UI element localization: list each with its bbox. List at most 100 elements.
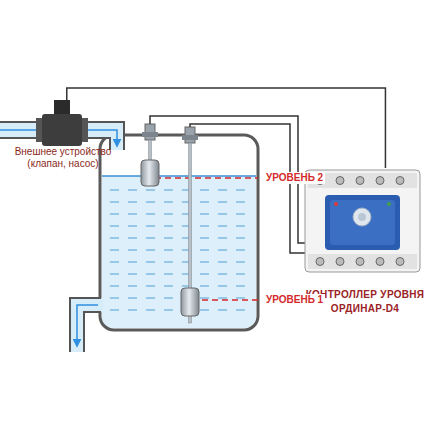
ripple (200, 285, 209, 286)
ripple (128, 273, 137, 274)
ripple (128, 285, 137, 286)
ripple (164, 285, 173, 286)
ripple (218, 297, 227, 298)
ripple (200, 261, 209, 262)
ripple (110, 249, 119, 250)
ripple (128, 237, 137, 238)
outlet-pipe-wall (70, 298, 101, 352)
led (387, 202, 391, 206)
water-ripples (110, 190, 245, 310)
controller-body (305, 170, 420, 272)
ripple (236, 261, 245, 262)
ripple (218, 225, 227, 226)
sensor-float (181, 288, 199, 316)
ripple (200, 189, 209, 190)
ripple (236, 213, 245, 214)
ripple (110, 201, 119, 202)
tank (100, 135, 258, 330)
ripple (128, 201, 137, 202)
ripple (128, 225, 137, 226)
ripple (164, 249, 173, 250)
ripple (236, 249, 245, 250)
ripple (110, 273, 119, 274)
sensor-nut (182, 135, 198, 140)
ripple (200, 237, 209, 238)
ripple (164, 297, 173, 298)
ripple (128, 309, 137, 310)
ripple (236, 285, 245, 286)
ripple (236, 225, 245, 226)
ripple (236, 189, 245, 190)
flow-arrow (77, 305, 98, 346)
ripple (164, 213, 173, 214)
ripple (164, 225, 173, 226)
ripple (236, 297, 245, 298)
ripple (110, 213, 119, 214)
ripple (146, 189, 155, 190)
ripple (236, 309, 245, 310)
ripple (110, 285, 119, 286)
ripple (218, 201, 227, 202)
ripple (146, 213, 155, 214)
ripple (128, 213, 137, 214)
ripple (110, 261, 119, 262)
ripple (164, 237, 173, 238)
ripple (146, 237, 155, 238)
ripple (218, 285, 227, 286)
terminal-strip (308, 254, 417, 269)
ripple (110, 309, 119, 310)
ripple (200, 297, 209, 298)
water-surface (102, 175, 256, 177)
ripple (164, 261, 173, 262)
ripple (128, 249, 137, 250)
ripple (146, 273, 155, 274)
ripple (200, 309, 209, 310)
ripple (146, 249, 155, 250)
level-label: УРОВЕНЬ 2 (264, 172, 325, 184)
valve-body (42, 114, 82, 146)
valve-actuator (54, 100, 70, 114)
knob (353, 208, 371, 226)
level-label: УРОВЕНЬ 1 (264, 294, 325, 306)
ripple (218, 237, 227, 238)
valve-flange (82, 118, 88, 142)
knob-center (358, 213, 366, 221)
ripple (218, 261, 227, 262)
ripple (110, 189, 119, 190)
sensor-wire (190, 124, 305, 253)
ripple (200, 213, 209, 214)
ripple (128, 189, 137, 190)
outlet-pipe (70, 298, 103, 352)
ripple (110, 297, 119, 298)
ripple (146, 261, 155, 262)
ripple (110, 225, 119, 226)
level-line (145, 177, 258, 179)
ripple (146, 285, 155, 286)
ripple (164, 189, 173, 190)
ripple (236, 237, 245, 238)
ripple (164, 273, 173, 274)
ripple (218, 249, 227, 250)
ripple (146, 201, 155, 202)
ripple (128, 297, 137, 298)
sensor-nut (142, 132, 158, 137)
front-panel (325, 195, 400, 250)
ripple (200, 201, 209, 202)
ripple (218, 189, 227, 190)
valve-device: Внешнее устройство (клапан, насос) (0, 100, 126, 170)
terminal-screws (316, 177, 404, 185)
ripple (164, 309, 173, 310)
ripple (218, 273, 227, 274)
ripple (236, 201, 245, 202)
ripple (218, 213, 227, 214)
sensor-float (141, 160, 159, 186)
control-wire (67, 88, 386, 168)
ripple (146, 309, 155, 310)
ripple (236, 273, 245, 274)
ripple (200, 225, 209, 226)
node-label: Внешнее устройство (клапан, насос) (0, 146, 126, 170)
front-panel-inner (330, 200, 395, 245)
ripple (110, 237, 119, 238)
